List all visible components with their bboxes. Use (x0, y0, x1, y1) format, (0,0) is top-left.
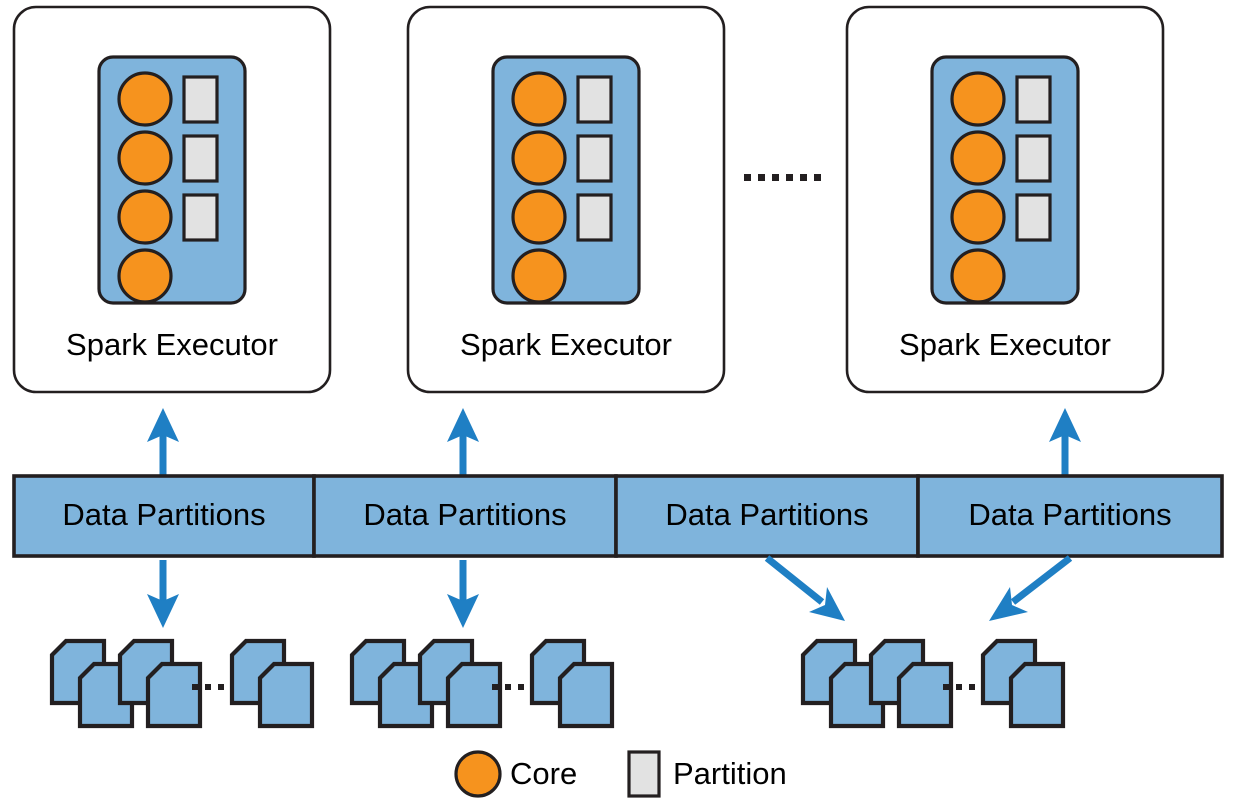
executor-label: Spark Executor (66, 327, 278, 362)
executor-1[interactable]: Spark Executor (12, 5, 332, 394)
card-group-ellipsis (192, 684, 224, 690)
arrow-down-to-cards-3 (764, 555, 845, 621)
executor-3[interactable]: Spark Executor (845, 5, 1165, 394)
arrow-head-down-right (809, 587, 845, 621)
arrow-down-to-cards-2 (447, 560, 479, 628)
arrow-head-down (147, 594, 179, 628)
executor-gap-ellipsis (744, 174, 821, 181)
data-partition-segment-3[interactable] (614, 474, 920, 558)
arrow-down-to-cards-4 (989, 555, 1073, 621)
executor-label: Spark Executor (899, 327, 1111, 362)
card-group-ellipsis (492, 684, 524, 690)
partition-card-group-3 (803, 641, 1063, 726)
arrow-up-to-executor-1 (147, 408, 179, 476)
data-partition-label: Data Partitions (665, 497, 868, 532)
legend-partition-label: Partition (673, 756, 787, 791)
arrow-shaft (1010, 555, 1073, 605)
arrow-down-to-cards-1 (147, 560, 179, 628)
partition-card-group-1 (52, 641, 312, 726)
data-partition-label: Data Partitions (363, 497, 566, 532)
data-partition-label: Data Partitions (62, 497, 265, 532)
data-partition-label: Data Partitions (968, 497, 1171, 532)
card-group-ellipsis (943, 684, 975, 690)
legend-core-icon (454, 750, 502, 798)
partition-card-group-2 (352, 641, 612, 726)
executor-2[interactable]: Spark Executor (406, 5, 726, 394)
arrow-up-to-executor-3 (1049, 408, 1081, 476)
legend: Core Partition (454, 750, 787, 798)
arrow-up-to-executor-2 (447, 408, 479, 476)
data-partition-bar: Data Partitions Data Partitions Data Par… (12, 474, 1224, 558)
data-partition-segment-2[interactable] (312, 474, 618, 558)
arrow-head-down-left (989, 587, 1028, 621)
executor-label: Spark Executor (460, 327, 672, 362)
arrow-shaft (764, 555, 825, 605)
legend-partition-icon (627, 750, 661, 798)
data-partition-segment-4[interactable] (916, 474, 1224, 558)
legend-core-label: Core (510, 756, 577, 791)
arrow-head-down (447, 594, 479, 628)
